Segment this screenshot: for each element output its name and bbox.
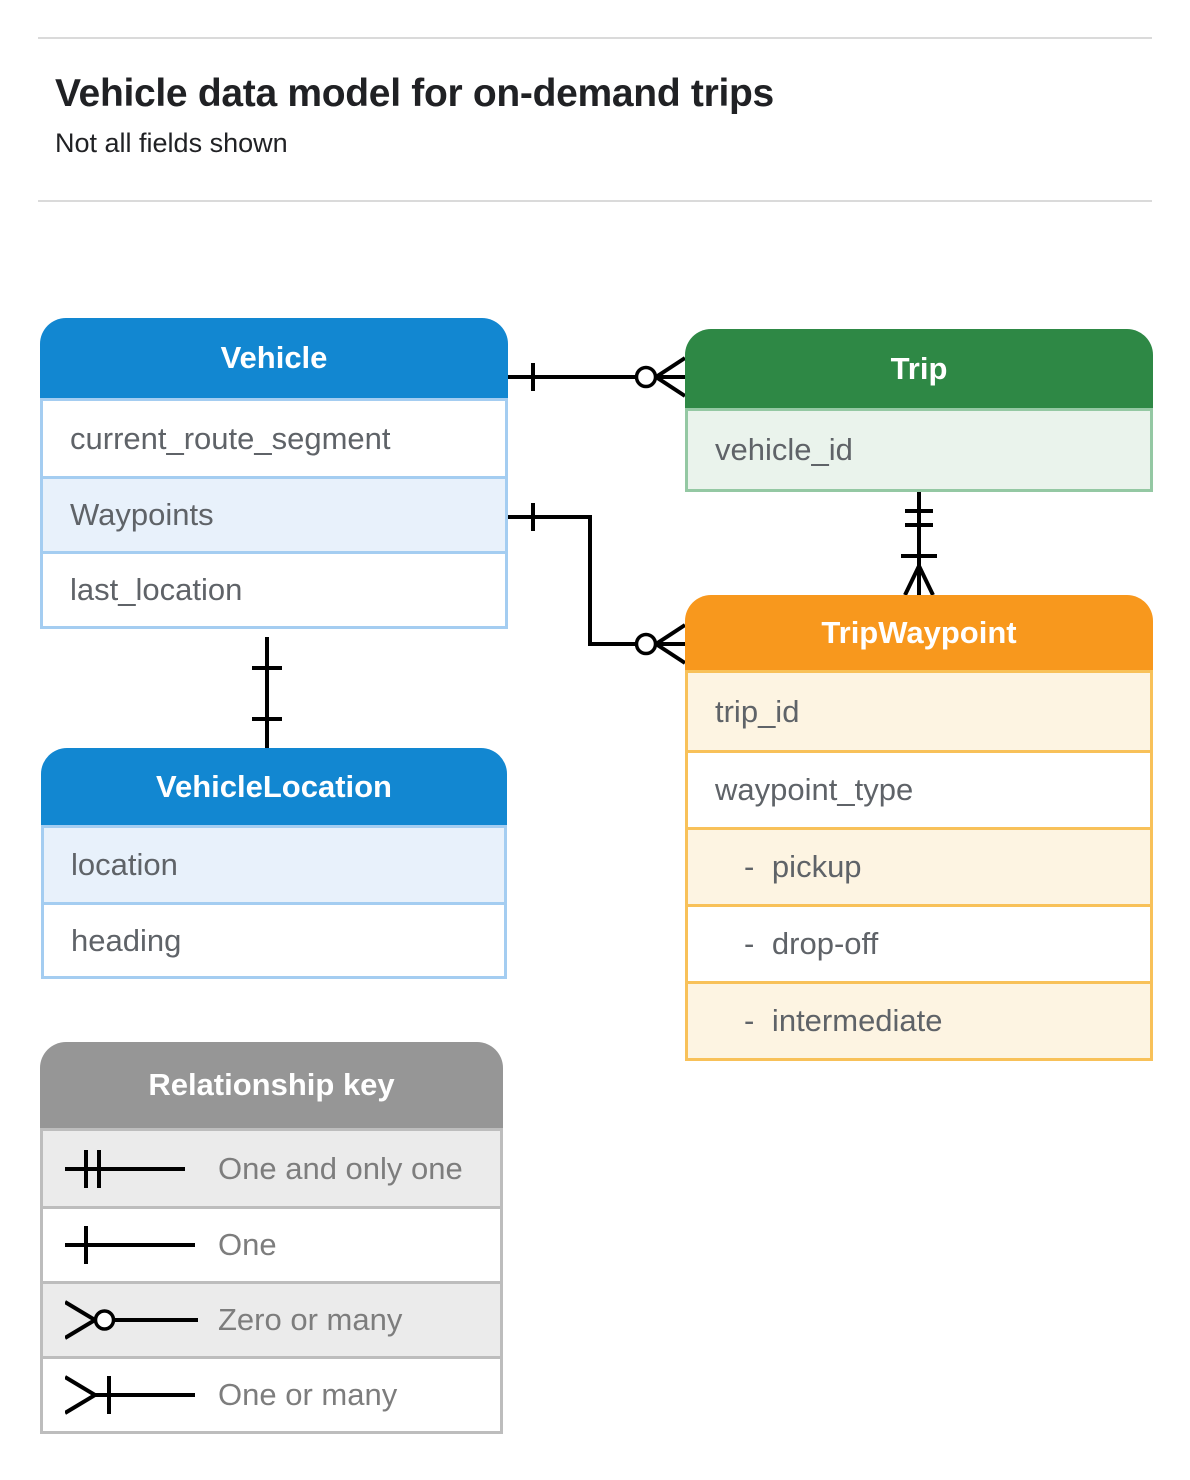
- field-row-location: location: [44, 828, 504, 902]
- field-label: location: [71, 847, 178, 882]
- field-row-waypoint-type: waypoint_type: [688, 750, 1150, 827]
- vehiclelocation-table: VehicleLocation location heading: [41, 748, 507, 979]
- legend-label: One: [218, 1227, 277, 1262]
- field-label: waypoint_type: [715, 772, 914, 807]
- vehicle-table-header: Vehicle: [40, 318, 508, 398]
- field-label: - drop-off: [744, 926, 879, 961]
- field-row-drop-off: - drop-off: [688, 904, 1150, 981]
- one-symbol: [65, 1226, 195, 1264]
- field-label: current_route_segment: [70, 420, 391, 456]
- one-and-only-one-symbol: [65, 1149, 185, 1188]
- field-row-heading: heading: [44, 902, 504, 976]
- field-label: trip_id: [715, 693, 800, 729]
- tripwaypoint-table: TripWaypoint trip_id waypoint_type - pic…: [685, 595, 1153, 1061]
- tripwaypoint-table-rows: trip_id waypoint_type - pickup - drop-of…: [685, 670, 1153, 1061]
- trip-table-title: Trip: [890, 350, 948, 386]
- vehiclelocation-table-rows: location heading: [41, 825, 507, 979]
- field-label: - pickup: [744, 849, 862, 884]
- trip-table: Trip vehicle_id: [685, 329, 1153, 492]
- field-row-vehicle-id: vehicle_id: [688, 411, 1150, 489]
- field-label: - intermediate: [744, 1003, 943, 1038]
- vehicle-vehiclelocation-connector: [252, 637, 282, 748]
- vehicle-trip-connector: [508, 356, 687, 398]
- legend-row-one-and-only-one: One and only one: [43, 1131, 500, 1206]
- vehicle-waypoints-tripwaypoint-connector: [508, 503, 687, 665]
- trip-tripwaypoint-connector: [901, 490, 937, 596]
- relationship-key-rows: One and only one One Zero or many One or…: [40, 1128, 503, 1434]
- field-row-current-route-segment: current_route_segment: [43, 401, 505, 476]
- relationship-key-title: Relationship key: [148, 1067, 395, 1102]
- vehicle-table-rows: current_route_segment Waypoints last_loc…: [40, 398, 508, 629]
- field-label: vehicle_id: [715, 432, 853, 467]
- header-divider: [38, 200, 1152, 202]
- zero-or-many-symbol: [65, 1300, 198, 1340]
- relationship-key: Relationship key One and only one One Ze…: [40, 1042, 503, 1434]
- page-subtitle: Not all fields shown: [55, 128, 288, 158]
- tripwaypoint-table-title: TripWaypoint: [821, 614, 1017, 650]
- vehicle-table: Vehicle current_route_segment Waypoints …: [40, 318, 508, 629]
- one-or-many-symbol: [65, 1375, 195, 1415]
- legend-row-zero-or-many: Zero or many: [43, 1281, 500, 1356]
- field-row-last-location: last_location: [43, 551, 505, 626]
- field-label: Waypoints: [70, 497, 214, 532]
- legend-row-one: One: [43, 1206, 500, 1281]
- field-row-pickup: - pickup: [688, 827, 1150, 904]
- trip-table-header: Trip: [685, 329, 1153, 408]
- legend-label: Zero or many: [218, 1302, 403, 1337]
- legend-row-one-or-many: One or many: [43, 1356, 500, 1431]
- vehiclelocation-table-header: VehicleLocation: [41, 748, 507, 825]
- top-divider: [38, 37, 1152, 39]
- field-label: last_location: [70, 572, 243, 607]
- field-label: heading: [71, 922, 182, 958]
- relationship-key-header: Relationship key: [40, 1042, 503, 1128]
- trip-table-rows: vehicle_id: [685, 408, 1153, 492]
- vehicle-table-title: Vehicle: [220, 340, 328, 375]
- field-row-intermediate: - intermediate: [688, 981, 1150, 1058]
- vehiclelocation-table-title: VehicleLocation: [155, 768, 392, 804]
- tripwaypoint-table-header: TripWaypoint: [685, 595, 1153, 670]
- legend-label: One or many: [218, 1377, 398, 1412]
- field-row-trip-id: trip_id: [688, 673, 1150, 750]
- page-title: Vehicle data model for on-demand trips: [55, 72, 774, 115]
- field-row-waypoints: Waypoints: [43, 476, 505, 551]
- legend-label: One and only one: [218, 1150, 463, 1186]
